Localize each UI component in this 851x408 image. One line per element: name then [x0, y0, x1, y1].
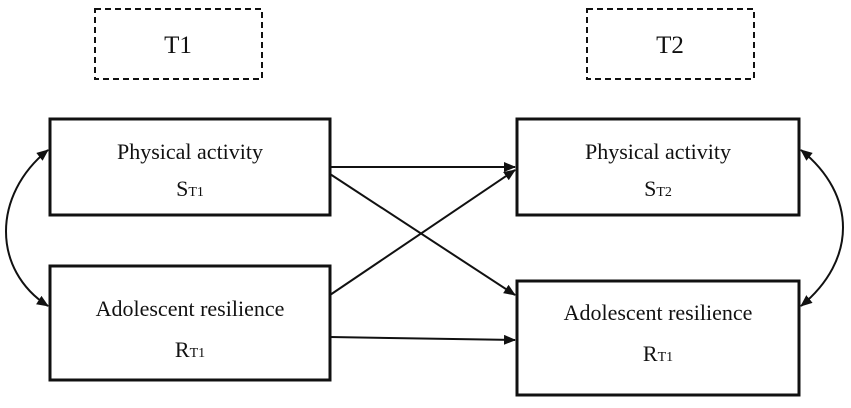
time-point-t2-label: T2	[656, 32, 684, 59]
symbol-s: S	[176, 176, 188, 201]
covariance-right	[800, 149, 844, 307]
time-point-t1-label: T1	[164, 32, 192, 59]
box-physical-activity-t2-label: Physical activity	[585, 139, 731, 164]
path-pa-t1-to-ar-t2	[329, 173, 516, 296]
subscript-t1: T1	[190, 346, 206, 361]
box-adolescent-resilience-t1-frame	[48, 264, 332, 382]
box-physical-activity-t2-frame	[515, 117, 801, 217]
box-physical-activity-t1-symbol: ST1	[176, 176, 204, 201]
box-adolescent-resilience-t1-symbol: RT1	[175, 337, 205, 362]
time-point-t2: T2	[586, 8, 755, 80]
box-physical-activity-t2: Physical activity ST2	[515, 117, 801, 217]
path-ar-t1-to-pa-t2	[329, 169, 516, 296]
path-ar-t1-to-ar-t2	[329, 334, 516, 345]
time-point-t2-box	[586, 8, 755, 80]
box-adolescent-resilience-t1: Adolescent resilience RT1	[48, 264, 332, 382]
subscript-t1: T1	[658, 350, 674, 365]
box-adolescent-resilience-t2-symbol: RT1	[643, 341, 673, 366]
box-physical-activity-t1-label: Physical activity	[117, 139, 263, 164]
symbol-r: R	[643, 341, 658, 366]
box-physical-activity-t2-symbol: ST2	[644, 176, 672, 201]
box-adolescent-resilience-t2-label: Adolescent resilience	[564, 300, 753, 325]
subscript-t2: T2	[656, 185, 672, 200]
box-physical-activity-t1-frame	[48, 117, 332, 217]
time-point-t1: T1	[94, 8, 263, 80]
box-physical-activity-t1: Physical activity ST1	[48, 117, 332, 217]
subscript-t1: T1	[188, 185, 204, 200]
box-adolescent-resilience-t2-frame	[515, 279, 801, 397]
box-adolescent-resilience-t1-label: Adolescent resilience	[96, 296, 285, 321]
symbol-s: S	[644, 176, 656, 201]
covariance-left	[5, 149, 49, 307]
symbol-r: R	[175, 337, 190, 362]
time-point-t1-box	[94, 8, 263, 80]
box-adolescent-resilience-t2: Adolescent resilience RT1	[515, 279, 801, 397]
